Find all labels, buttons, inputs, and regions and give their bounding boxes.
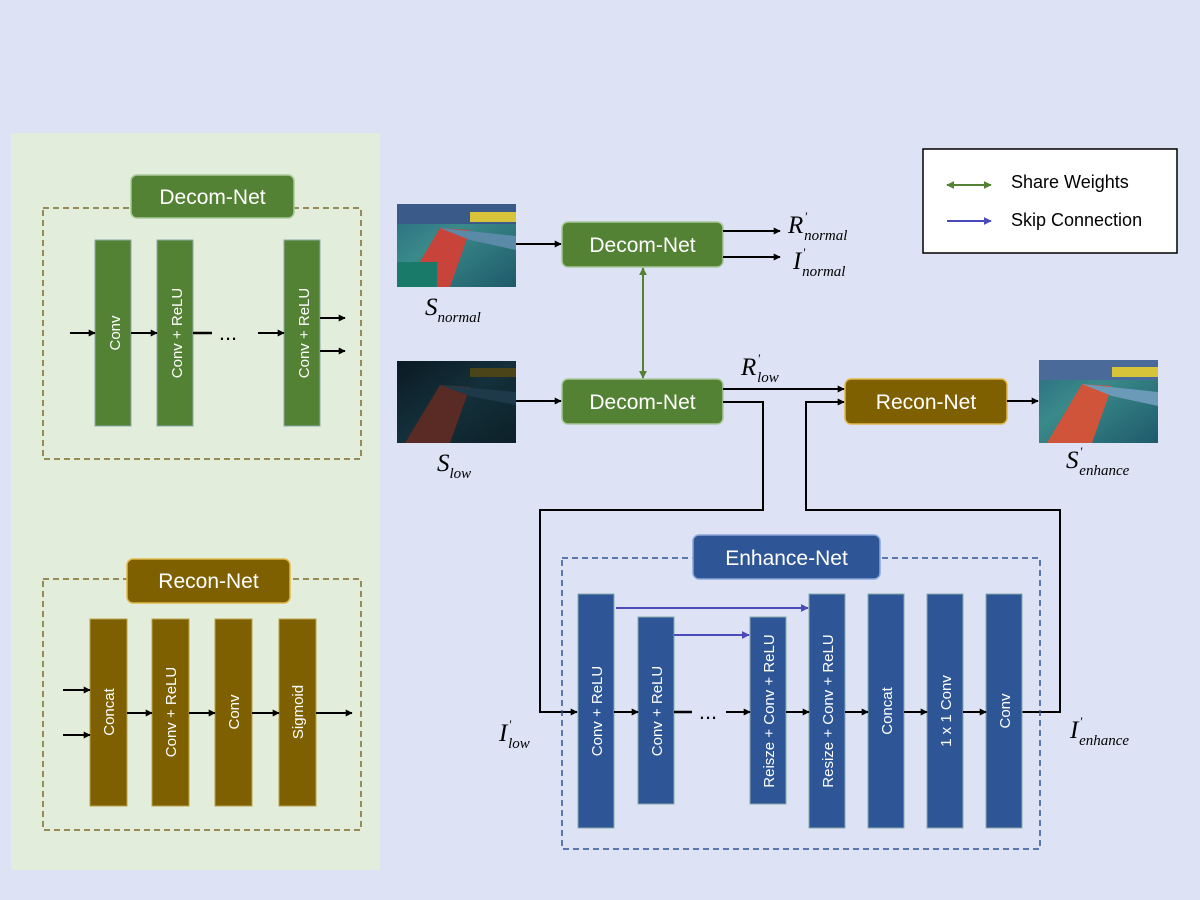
enhanced-image xyxy=(1039,360,1158,443)
enhance-layer-7-label: Conv xyxy=(997,693,1014,729)
detail-recon-layer-1-label: Concat xyxy=(101,687,118,735)
enhance-layer-6-label: 1 x 1 Conv xyxy=(938,675,955,747)
detail-decom-title: Decom-Net xyxy=(159,186,265,209)
i-low-path xyxy=(539,401,764,716)
enhance-net-title: Enhance-Net xyxy=(725,547,848,570)
i-low-symbol: I'low xyxy=(498,717,530,752)
detail-panel xyxy=(11,133,380,870)
detail-decom-ellipsis: ... xyxy=(219,320,237,345)
detail-recon-layer-4 xyxy=(278,618,317,807)
enhance-net: Enhance-Net Conv + ReLU Conv + ReLU Reis… xyxy=(561,534,1041,850)
enhance-layer-3-label: Reisze + Conv + ReLU xyxy=(761,634,778,787)
share-weights-legend-label: Share Weights xyxy=(1011,172,1129,192)
detail-recon-title: Recon-Net xyxy=(158,570,259,593)
enhance-layer-2-label: Conv + ReLU xyxy=(649,666,666,756)
enhance-layer-1 xyxy=(577,593,615,829)
normal-light-image xyxy=(397,204,516,287)
decom-net-top-label: Decom-Net xyxy=(589,234,695,257)
s-normal-symbol: Snormal xyxy=(425,294,481,326)
legend-box xyxy=(922,148,1178,254)
enhance-layer-3 xyxy=(749,616,787,805)
i-enhance-symbol: I'enhance xyxy=(1069,714,1129,749)
detail-recon-layer-3-label: Conv xyxy=(226,694,243,730)
detail-decom-layer-2 xyxy=(156,239,194,427)
detail-recon-title-box xyxy=(126,558,291,604)
enhance-layer-1-label: Conv + ReLU xyxy=(589,666,606,756)
detail-recon-layer-4-label: Sigmoid xyxy=(290,685,307,739)
decom-net-top-block xyxy=(561,221,724,268)
r-normal-symbol: R'normal xyxy=(787,209,847,244)
detail-decom-layer-1 xyxy=(94,239,132,427)
decom-net-bottom-label: Decom-Net xyxy=(589,391,695,414)
detail-recon-layer-1 xyxy=(89,618,128,807)
s-enhance-symbol: S'enhance xyxy=(1066,444,1130,479)
detail-decom-layer-3 xyxy=(283,239,321,427)
detail-recon-layer-2-label: Conv + ReLU xyxy=(163,667,180,757)
detail-decom-title-box xyxy=(130,174,295,219)
enhance-layer-2 xyxy=(637,616,675,805)
detail-recon-layer-3 xyxy=(214,618,253,807)
enhance-layer-5-label: Concat xyxy=(879,686,896,734)
detail-decom-net: Decom-Net Conv Conv + ReLU Conv + ReLU .… xyxy=(42,174,362,460)
skip-connection-legend-label: Skip Connection xyxy=(1011,210,1142,230)
enhance-layer-4 xyxy=(808,593,846,829)
enhance-net-title-box xyxy=(692,534,881,580)
i-normal-symbol: I'normal xyxy=(792,245,845,280)
enhance-layer-4-label: Resize + Conv + ReLU xyxy=(820,634,837,787)
detail-decom-layer-3-label: Conv + ReLU xyxy=(296,288,313,378)
detail-recon-net: Recon-Net Concat Conv + ReLU Conv Sigmoi… xyxy=(42,558,362,831)
i-enhance-path xyxy=(805,398,1061,713)
enhance-net-border xyxy=(561,557,1041,850)
detail-decom-layer-2-label: Conv + ReLU xyxy=(169,288,186,378)
recon-net-label: Recon-Net xyxy=(876,391,977,414)
detail-recon-border xyxy=(42,578,362,831)
enhance-ellipsis: ... xyxy=(699,699,717,724)
s-low-symbol: Slow xyxy=(437,450,471,482)
detail-decom-border xyxy=(42,207,362,460)
legend: Share Weights Skip Connection xyxy=(922,148,1178,254)
low-light-image xyxy=(397,361,516,443)
detail-decom-layer-1-label: Conv xyxy=(107,315,124,351)
r-low-symbol: R'low xyxy=(740,351,779,386)
